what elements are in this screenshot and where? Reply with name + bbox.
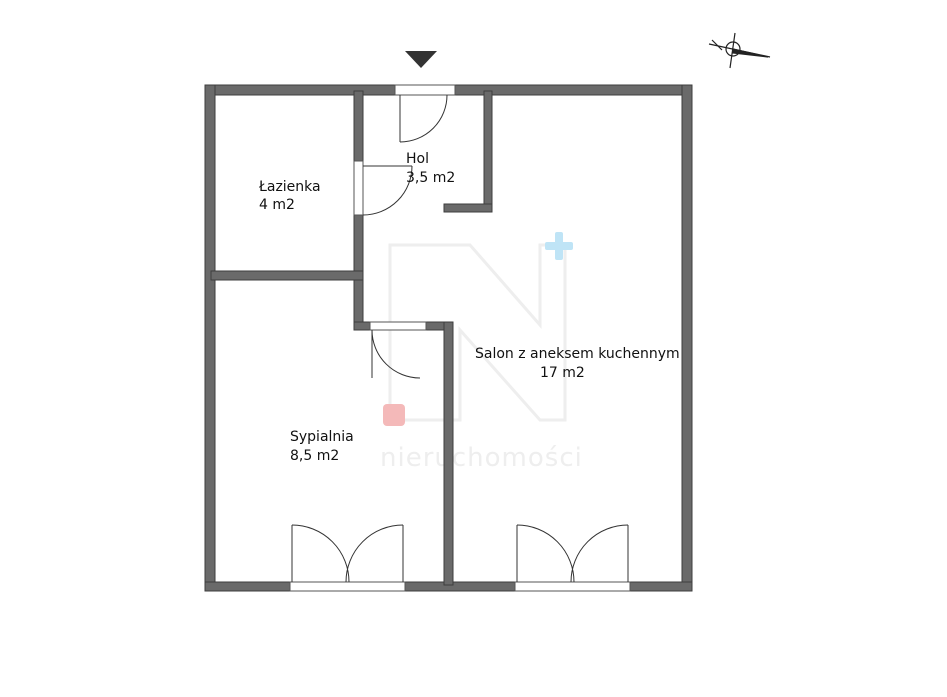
door-bathroom — [353, 160, 413, 216]
room-area: 8,5 m2 — [290, 448, 339, 464]
room-label-hol: Hol 3,5 m2 — [406, 151, 455, 186]
door-entrance — [394, 84, 456, 143]
room-name: Hol — [406, 151, 429, 167]
watermark-text: nieruchomości — [380, 443, 583, 473]
room-name: Łazienka — [258, 179, 321, 195]
watermark-plus-icon — [545, 232, 573, 260]
room-area: 3,5 m2 — [406, 170, 455, 186]
watermark-logo: nieruchomości — [380, 232, 583, 473]
room-area: 4 m2 — [259, 197, 295, 213]
room-name: Salon z aneksem kuchennym — [475, 346, 680, 362]
room-label-salon: Salon z aneksem kuchennym 17 m2 — [475, 346, 680, 381]
compass-icon — [708, 32, 771, 69]
room-area: 17 m2 — [540, 365, 585, 381]
room-label-sypialnia: Sypialnia 8,5 m2 — [290, 429, 354, 464]
room-label-lazienka: Łazienka 4 m2 — [258, 179, 321, 213]
balcony-door-living — [514, 524, 631, 592]
entrance-arrow-icon — [405, 51, 437, 68]
room-name: Sypialnia — [290, 429, 354, 445]
watermark-dot — [383, 404, 405, 426]
door-bedroom — [369, 321, 427, 379]
interior-walls — [210, 90, 493, 586]
balcony-door-bedroom — [289, 524, 406, 592]
